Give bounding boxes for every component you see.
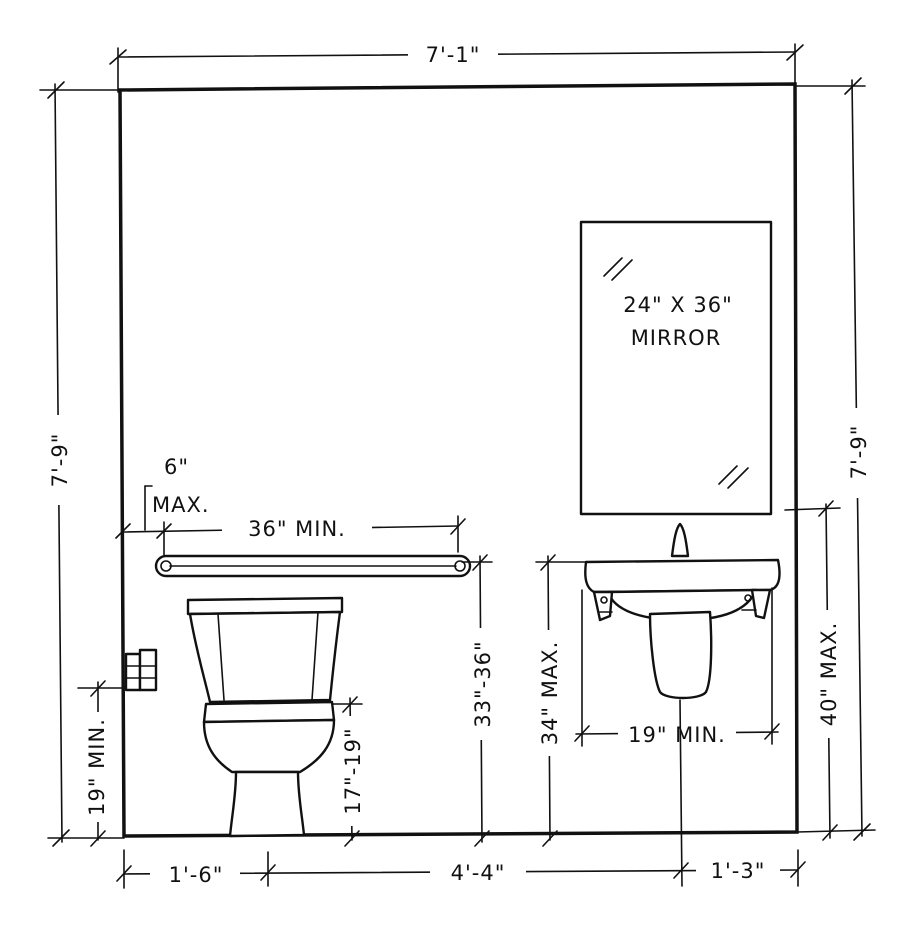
dimension-grab-bar-height: 33"-36"	[461, 554, 496, 847]
toilet-centerline-label: 1'-6"	[169, 863, 224, 887]
toilet-to-sink-label: 4'-4"	[451, 861, 506, 885]
dimension-dispenser-height: 19" MIN.	[77, 680, 123, 847]
grab-bar-height-label: 33"-36"	[471, 640, 495, 727]
seat-height-label: 17"-19"	[341, 727, 365, 814]
dimension-mirror-height: 40" MAX.	[784, 500, 842, 841]
toilet-paper-dispenser	[124, 648, 158, 692]
grab-bar-offset-value: 6"	[164, 455, 189, 479]
mirror-size-label: 24" X 36"	[623, 293, 733, 317]
dispenser-height-label: 19" MIN.	[85, 718, 109, 816]
dimension-overall-height-left: 7'-9"	[39, 81, 125, 847]
overall-height-right-label: 7'-9"	[847, 425, 871, 480]
sink-centerline	[679, 699, 683, 887]
grab-bar-length-label: 36" MIN.	[248, 517, 346, 541]
grab-bar	[154, 554, 472, 578]
dimension-overall-width: 7'-1"	[109, 40, 804, 93]
mirror-name-label: MIRROR	[631, 326, 722, 350]
dimension-seat-height: 17"-19"	[331, 696, 366, 847]
overall-height-left-label: 7'-9"	[48, 433, 72, 488]
mirror: 24" X 36" MIRROR	[579, 220, 773, 516]
overall-width-label: 7'-1"	[426, 43, 481, 67]
dimension-bottom-chain: 1'-6" 4'-4" 1'-3"	[116, 849, 806, 889]
sink-to-wall-label: 1'-3"	[711, 859, 766, 883]
sink	[584, 522, 781, 700]
dimension-grab-bar-length: 36" MIN.	[115, 514, 466, 557]
dimension-overall-height-right: 7'-9"	[794, 77, 876, 841]
sink-knee-width-label: 19" MIN.	[628, 723, 726, 747]
mirror-height-label: 40" MAX.	[817, 622, 841, 727]
dimension-sink-height: 34" MAX.	[535, 554, 587, 847]
sink-height-label: 34" MAX.	[538, 641, 562, 746]
grab-bar-offset-max: MAX.	[152, 493, 210, 517]
toilet	[186, 596, 344, 838]
dimension-sink-knee-width: 19" MIN.	[574, 587, 780, 747]
dimension-grab-bar-offset: 6" MAX.	[144, 455, 210, 531]
